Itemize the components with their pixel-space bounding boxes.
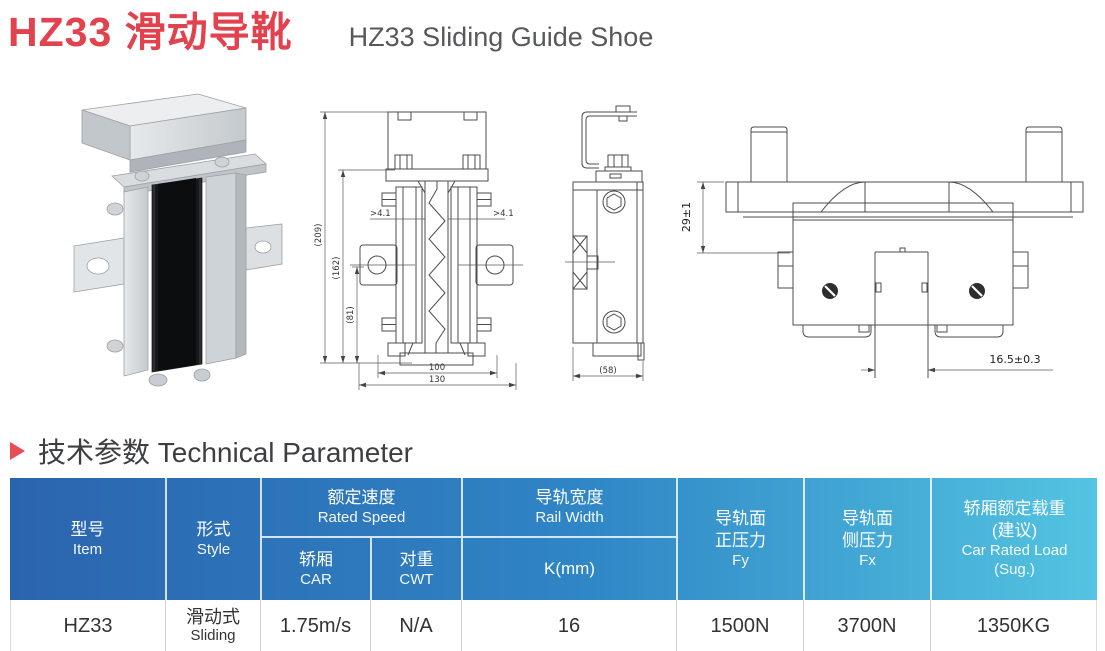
header-fy: 导轨面 正压力 Fy xyxy=(676,478,803,600)
header-rated-speed-en: Rated Speed xyxy=(317,508,406,526)
header-k-mm: K(mm) xyxy=(461,538,676,600)
front-view-drawing: (209) (162) (81) 100 130 xyxy=(314,111,523,390)
header-style-en: Style xyxy=(196,540,231,558)
header-rated-load-en2: (Sug.) xyxy=(994,561,1035,579)
header-item-cn: 型号 xyxy=(70,519,105,539)
cell-style: 滑动式 Sliding xyxy=(165,600,260,651)
header-rail-width: 导轨宽度 Rail Width xyxy=(461,478,677,538)
header-rated-load: 轿厢额定载重 (建议) Car Rated Load (Sug.) xyxy=(930,478,1097,600)
header-rated-speed-cn: 额定速度 xyxy=(327,487,396,507)
header-fx-en: Fx xyxy=(859,551,876,569)
cell-item: HZ33 xyxy=(10,600,165,651)
cell-rail-width: 16 xyxy=(461,600,677,651)
header-rated-load-cn2: (建议) xyxy=(991,521,1038,541)
dim-label-16-5: 16.5±0.3 xyxy=(989,353,1040,366)
dim-label-100: 100 xyxy=(429,363,445,373)
section-header: 技术参数 Technical Parameter xyxy=(10,431,413,471)
cell-fy: 1500N xyxy=(676,600,804,651)
header-item-en: Item xyxy=(72,540,103,558)
dim-label-29: 29±1 xyxy=(680,202,693,232)
dim-label-162: (162) xyxy=(332,257,342,280)
header-k-mm-label: K(mm) xyxy=(544,558,595,578)
cell-car-speed: 1.75m/s xyxy=(260,600,370,651)
header-car-cn: 轿厢 xyxy=(299,549,333,569)
header-rated-load-cn1: 轿厢额定载重 xyxy=(963,499,1066,519)
header-fx-cn1: 导轨面 xyxy=(842,508,894,528)
dim-label-58: (58) xyxy=(599,366,616,376)
header-fx: 导轨面 侧压力 Fx xyxy=(803,478,930,600)
header-car: 轿厢 CAR xyxy=(260,538,370,600)
header-item: 型号 Item xyxy=(10,478,165,600)
title-chinese: HZ33 滑动导靴 xyxy=(8,9,293,55)
cell-fx: 3700N xyxy=(803,600,931,651)
header-cwt-en: CWT xyxy=(399,570,434,588)
header-cwt: 对重 CWT xyxy=(370,538,461,600)
dim-label-81: (81) xyxy=(346,306,356,323)
header-fy-cn2: 正压力 xyxy=(715,530,767,550)
cell-cwt-speed: N/A xyxy=(370,600,462,651)
header-rated-load-en1: Car Rated Load xyxy=(961,542,1068,560)
page-title: HZ33 滑动导靴 HZ33 Sliding Guide Shoe xyxy=(8,8,653,57)
header-car-en: CAR xyxy=(300,570,332,588)
header-cwt-cn: 对重 xyxy=(399,549,434,569)
header-fy-en: Fy xyxy=(732,551,749,569)
title-english: HZ33 Sliding Guide Shoe xyxy=(348,22,654,52)
header-fx-cn2: 侧压力 xyxy=(842,530,894,550)
product-photo xyxy=(73,93,283,387)
table-row: HZ33 滑动式 Sliding 1.75m/s N/A 16 1500N 37… xyxy=(10,600,1098,651)
weld-label-left: >4.1 xyxy=(370,209,391,219)
weld-label-right: >4.1 xyxy=(493,209,514,219)
dim-label-209: (209) xyxy=(314,224,324,247)
header-rated-speed: 额定速度 Rated Speed xyxy=(260,478,462,538)
top-view-drawing: 29±1 16.5±0.3 xyxy=(680,126,1084,378)
cell-load: 1350KG xyxy=(930,600,1098,651)
header-fy-cn1: 导轨面 xyxy=(715,508,767,528)
cell-style-en: Sliding xyxy=(190,627,236,645)
side-view-drawing: (58) xyxy=(565,105,645,381)
section-bullet-triangle-icon xyxy=(10,442,25,460)
header-rail-width-en: Rail Width xyxy=(535,508,604,526)
header-style: 形式 Style xyxy=(165,478,260,600)
cell-style-cn: 滑动式 xyxy=(186,607,240,628)
header-style-cn: 形式 xyxy=(196,519,231,539)
section-title: 技术参数 Technical Parameter xyxy=(38,437,414,468)
technical-parameter-table: 型号 Item 形式 Style 额定速度 Rated Speed 导轨宽度 R… xyxy=(10,478,1098,651)
dim-label-130: 130 xyxy=(429,375,445,385)
header-rail-width-cn: 导轨宽度 xyxy=(535,487,604,507)
